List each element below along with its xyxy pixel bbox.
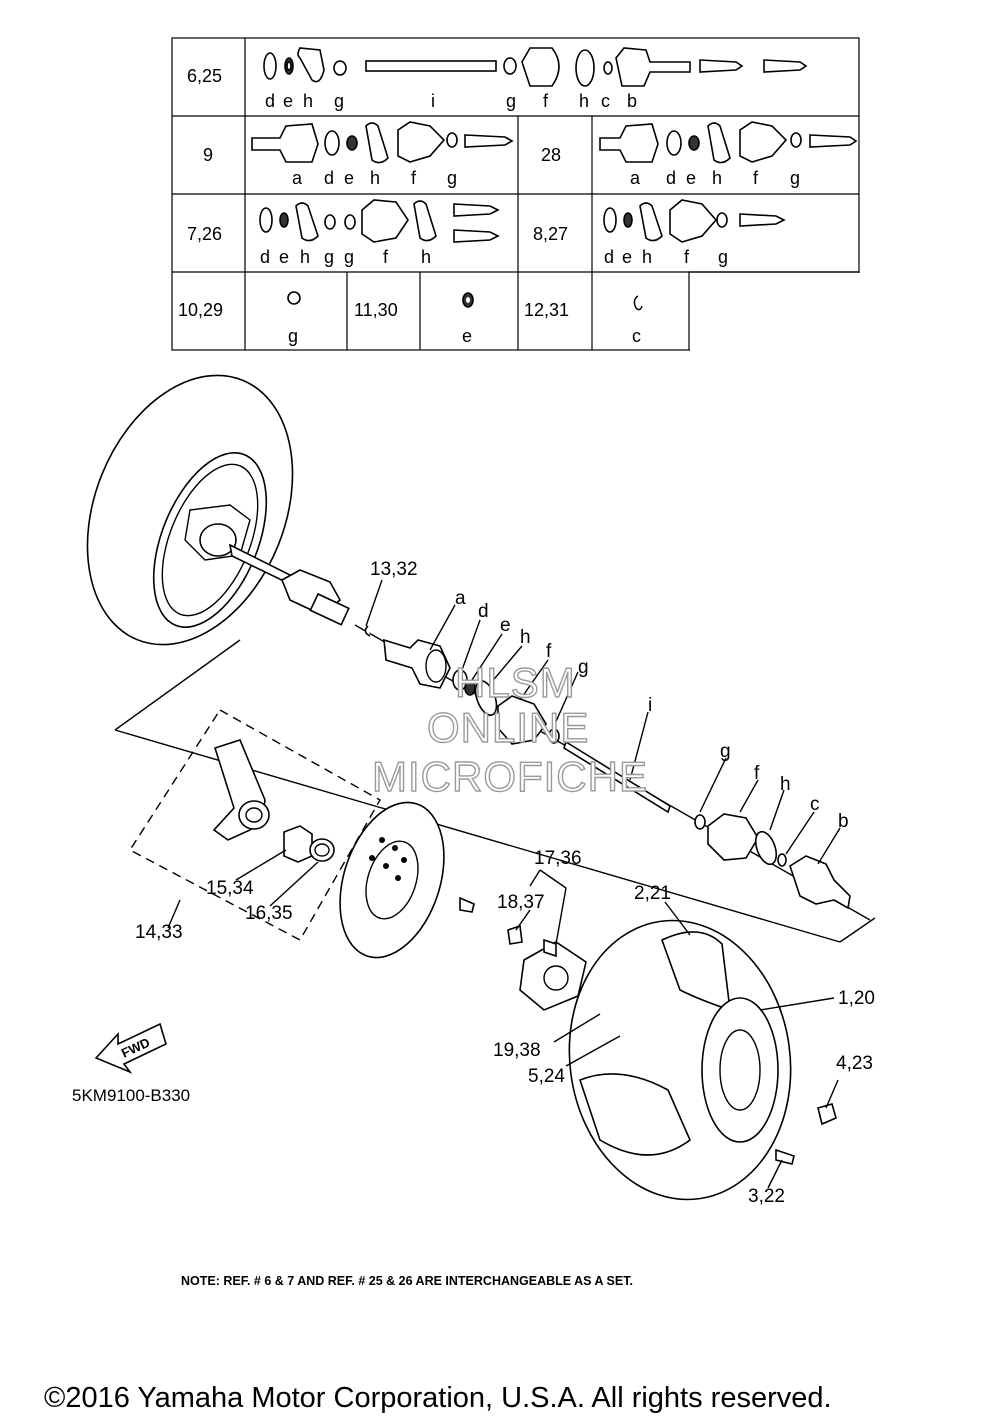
callout-16-35: 16,35	[245, 903, 293, 924]
r1-letter-1: e	[283, 91, 293, 111]
callout-f: f	[546, 641, 552, 662]
callout-f2: f	[754, 763, 760, 784]
r1-letter-0: d	[265, 91, 275, 111]
row3-right-parts-icon	[603, 199, 786, 243]
callout-13-32: 13,32	[370, 559, 418, 580]
r2r-letter-0: a	[630, 168, 641, 188]
r3r-letter-1: e	[622, 247, 632, 267]
callout-14-33: 14,33	[135, 922, 183, 943]
watermark: HLSM ONLINE MICROFICHE	[371, 658, 648, 800]
callout-3-22: 3,22	[748, 1186, 785, 1207]
r3r-letter-0: d	[604, 247, 614, 267]
shaft-components	[364, 625, 851, 910]
r1-letter-4: i	[431, 91, 435, 111]
r1-letter-3: g	[334, 91, 344, 111]
r1-letter-9: b	[627, 91, 637, 111]
interchangeable-note: NOTE: REF. # 6 & 7 AND REF. # 25 & 26 AR…	[181, 1274, 633, 1288]
r3l-letter-2: h	[300, 247, 310, 267]
ref-11-30: 11,30	[354, 300, 398, 320]
leader-lines	[167, 579, 841, 1189]
r2l-letter-3: h	[370, 168, 380, 188]
callout-c: c	[810, 794, 820, 815]
callout-b: b	[838, 811, 849, 832]
callout-5-24: 5,24	[528, 1066, 565, 1087]
ref-10-29: 10,29	[178, 300, 223, 320]
callout-17-36: 17,36	[534, 848, 582, 869]
r2r-letter-5: g	[790, 168, 800, 188]
r2l-letter-2: e	[344, 168, 354, 188]
callout-a: a	[455, 588, 466, 609]
row2-right-parts-icon	[599, 121, 858, 164]
r2r-letter-2: e	[686, 168, 696, 188]
r2r-letter-4: f	[753, 168, 759, 188]
callout-1-20: 1,20	[838, 988, 875, 1009]
r2l-letter-4: f	[411, 168, 417, 188]
r3l-letter-4: g	[344, 247, 354, 267]
r2r-letter-3: h	[712, 168, 722, 188]
callout-19-38: 19,38	[493, 1040, 541, 1061]
r3r-letter-3: f	[684, 247, 690, 267]
row2-left-parts-icon	[251, 121, 514, 164]
ref-7-26: 7,26	[187, 224, 222, 244]
callout-15-34: 15,34	[206, 878, 254, 899]
copyright: ©2016 Yamaha Motor Corporation, U.S.A. A…	[44, 1382, 832, 1414]
callout-18-37: 18,37	[497, 892, 545, 913]
r3l-letter-5: f	[383, 247, 389, 267]
ref-6-25: 6,25	[187, 66, 222, 86]
r2l-letter-1: d	[324, 168, 334, 188]
r1-letter-6: f	[543, 91, 549, 111]
callout-2-21: 2,21	[634, 883, 671, 904]
svg-text:ONLINE: ONLINE	[427, 704, 589, 751]
callout-g2: g	[720, 741, 731, 762]
callout-h: h	[520, 627, 531, 648]
r3r-letter-4: g	[718, 247, 728, 267]
r2r-letter-1: d	[666, 168, 676, 188]
brake-disc	[339, 801, 475, 959]
r3l-letter-3: g	[324, 247, 334, 267]
tire-assembly-upper	[86, 374, 350, 646]
r1-letter-5: g	[506, 91, 516, 111]
diagram-code: 5KM9100-B330	[72, 1086, 190, 1105]
r2l-letter-0: a	[292, 168, 303, 188]
callout-i: i	[648, 695, 652, 716]
r1-letter-7: h	[579, 91, 589, 111]
kit-table: 6,25 d e h g i g f h c b 9	[171, 37, 860, 351]
r3l-letter-6: h	[421, 247, 431, 267]
callout-d: d	[478, 601, 489, 622]
row3-left-parts-icon	[259, 199, 500, 243]
cell-12-31-letter: c	[632, 326, 641, 346]
r3l-letter-0: d	[260, 247, 270, 267]
r2l-letter-5: g	[447, 168, 457, 188]
callout-4-23: 4,23	[836, 1053, 873, 1074]
row1-parts-icon	[263, 47, 808, 87]
r3l-letter-1: e	[279, 247, 289, 267]
ref-9: 9	[203, 145, 213, 165]
wheel-assembly-lower	[568, 919, 837, 1201]
circlip-c-icon	[633, 295, 643, 311]
callout-h2: h	[780, 774, 791, 795]
callout-g: g	[578, 657, 589, 678]
clip-g-icon	[287, 291, 301, 305]
cell-11-30-letter: e	[462, 326, 472, 346]
cell-10-29-letter: g	[288, 326, 298, 346]
knuckle-group	[128, 709, 381, 941]
ref-8-27: 8,27	[533, 224, 568, 244]
svg-text:MICROFICHE: MICROFICHE	[372, 753, 648, 800]
fwd-arrow-icon: FWD	[94, 1022, 167, 1074]
ref-12-31: 12,31	[524, 300, 569, 320]
callout-e: e	[500, 615, 511, 636]
svg-text:HLSM: HLSM	[455, 659, 576, 706]
r3r-letter-2: h	[642, 247, 652, 267]
ref-28: 28	[541, 145, 561, 165]
r1-letter-8: c	[601, 91, 610, 111]
r1-letter-2: h	[303, 91, 313, 111]
